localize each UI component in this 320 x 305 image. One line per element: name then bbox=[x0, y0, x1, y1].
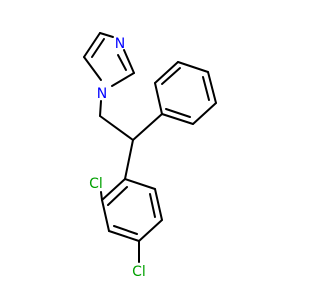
dichlorophenyl-ring bbox=[100, 139, 163, 263]
aryl-bond-2 bbox=[101, 199, 110, 232]
phenyl-bond-1 bbox=[154, 82, 163, 115]
aryl-bond-5 bbox=[154, 188, 163, 221]
phenyl-bond-2-double bbox=[161, 67, 181, 85]
chlorine-ortho-label: Cl bbox=[89, 176, 103, 192]
nitrogen-n1-label: N bbox=[97, 86, 107, 102]
phenyl-ring bbox=[132, 61, 217, 141]
imidazole-ring bbox=[83, 32, 135, 87]
bond-c5-c4 bbox=[83, 32, 101, 58]
molecule-diagram: N N Cl Cl bbox=[83, 32, 217, 280]
aryl-bond-6 bbox=[124, 178, 156, 190]
phenyl-bond-6-double bbox=[165, 108, 191, 118]
phenyl-bond-2 bbox=[154, 61, 179, 84]
phenyl-bond-4 bbox=[207, 71, 217, 104]
aryl-bond-1 bbox=[101, 178, 126, 201]
bond-ch-aryl bbox=[124, 139, 134, 180]
bond-c5-c4-double bbox=[91, 38, 105, 58]
nitrogen-n3-label: N bbox=[115, 36, 125, 52]
bond-ch2-ch bbox=[99, 115, 134, 141]
bond-n1-ch2 bbox=[99, 100, 102, 117]
aryl-bond-5-double bbox=[149, 193, 156, 218]
structure-svg: N N Cl Cl bbox=[83, 32, 217, 280]
bond-c2-n1 bbox=[111, 72, 135, 87]
chlorine-para-label: Cl bbox=[132, 264, 146, 280]
phenyl-bond-5 bbox=[192, 102, 217, 125]
phenyl-bond-4-double bbox=[202, 76, 210, 101]
aryl-bond-4 bbox=[138, 219, 163, 242]
bond-n1-c5 bbox=[83, 56, 102, 81]
bond-n3-c2 bbox=[123, 49, 135, 74]
bond-c4-n3 bbox=[99, 32, 114, 38]
bond-n3-c2-double bbox=[117, 54, 127, 71]
aryl-bond-3 bbox=[108, 230, 140, 242]
phenyl-bond-3 bbox=[177, 61, 209, 73]
aryl-bond-3-double bbox=[113, 225, 138, 235]
aryl-bond-1-double bbox=[107, 186, 128, 206]
phenyl-bond-6 bbox=[161, 113, 194, 125]
bond-ch-phenyl bbox=[132, 113, 163, 141]
bond-c-cl-ortho bbox=[100, 191, 103, 201]
